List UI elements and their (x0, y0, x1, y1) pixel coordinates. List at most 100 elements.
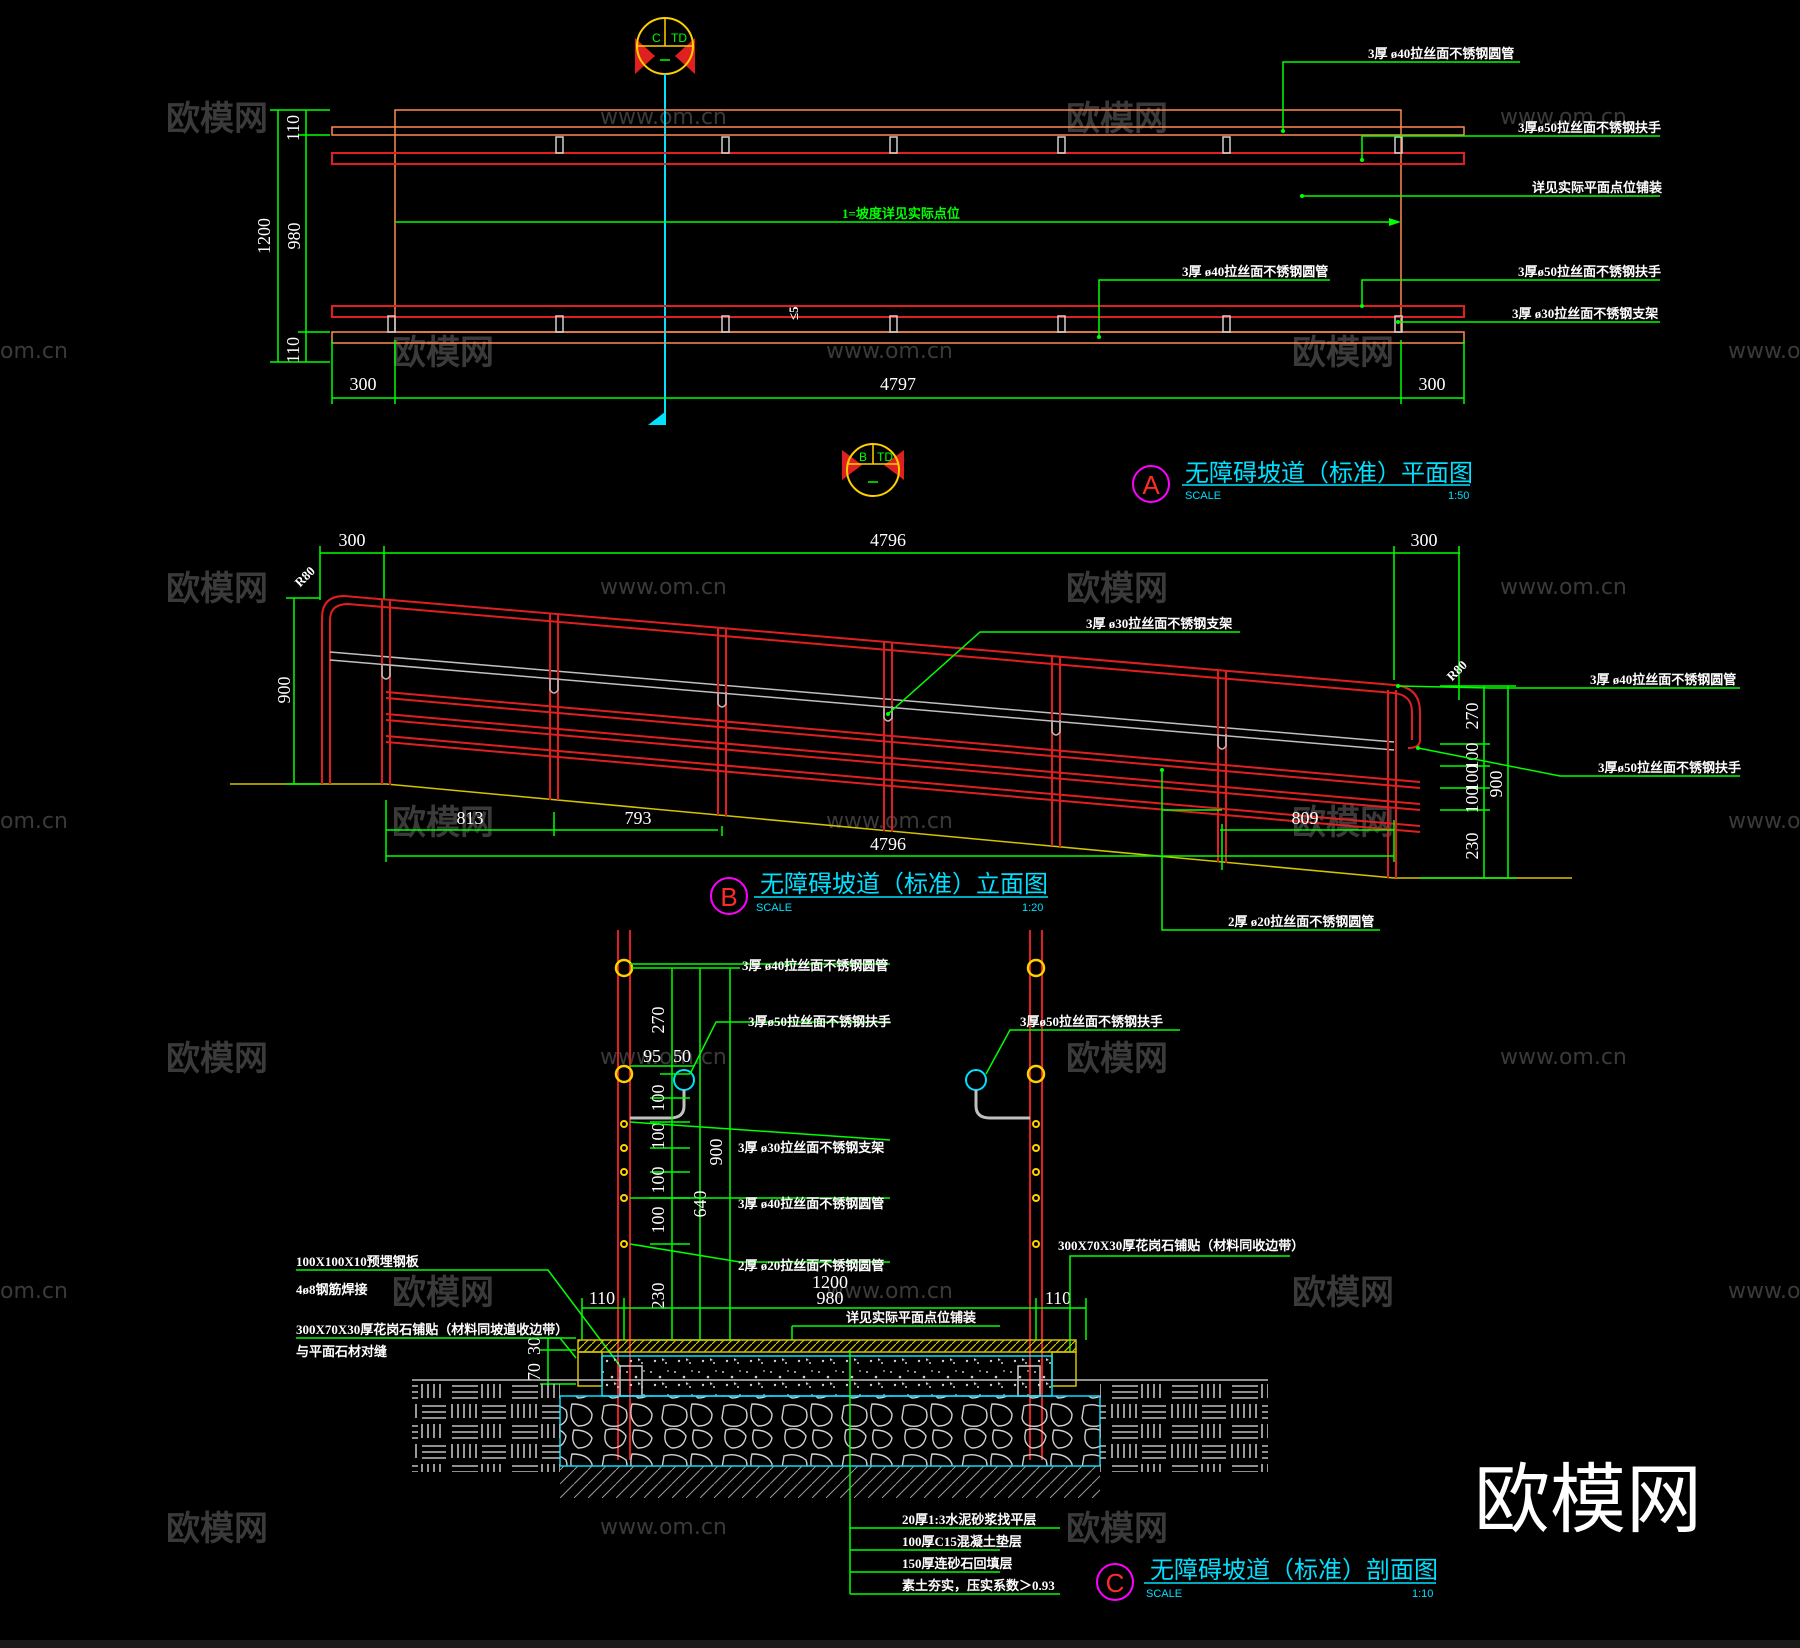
sec-label-bracket30: 3厚 ø30拉丝面不锈钢支架 (738, 1140, 884, 1155)
sec-label-steel-plate: 100X100X10预埋钢板 (296, 1254, 420, 1269)
sec-dim-50: 50 (673, 1046, 691, 1066)
sec-dim-230: 230 (648, 1283, 668, 1310)
layer-gravel: 150厚连砂石回填层 (902, 1556, 1013, 1571)
axis-arrow-right (675, 38, 695, 74)
elev-dims-top (319, 546, 1460, 700)
watermark-cn: 欧模网 (166, 569, 268, 609)
elev-radius-left: R80 (292, 563, 318, 589)
watermark-url: www.om.cn (1500, 575, 1627, 600)
dim-300-left: 300 (350, 374, 377, 394)
watermark-cn: 欧模网 (1066, 1039, 1168, 1079)
sec-dim-30: 30 (524, 1337, 544, 1355)
layer-mortar: 20厚1:3水泥砂浆找平层 (902, 1512, 1036, 1527)
elev-dim-300-right: 300 (1411, 530, 1438, 550)
sec-label-handrail50: 3厚ø50拉丝面不锈钢扶手 (748, 1014, 891, 1029)
section-scale-value: 1:10 (1412, 1588, 1433, 1600)
watermark-cn: 欧模网 (1066, 99, 1168, 139)
sec-dim-640: 640 (690, 1191, 710, 1218)
ramp-slope-line (385, 783, 1395, 879)
watermark-url-cut: www.om.c (1728, 809, 1800, 834)
elev-dim-793: 793 (625, 808, 652, 828)
watermark-cn: 欧模网 (1066, 569, 1168, 609)
watermark-cn: 欧模网 (1292, 1273, 1394, 1313)
title-letter-a: A (1142, 470, 1160, 500)
axis-marker-letter: C (652, 31, 661, 45)
sec-dim-100: 100 (648, 1085, 668, 1112)
section-cut-arrow (648, 412, 665, 425)
watermark-layer: 欧模网 www.om.cn 欧模网 www.om.cn om.cn 欧模网 ww… (0, 99, 1800, 1549)
sec-dim-100: 100 (648, 1123, 668, 1150)
gravel-backfill (559, 1395, 1101, 1467)
elev-top-tube-inner (329, 602, 1413, 784)
watermark-cn: 欧模网 (1292, 333, 1394, 373)
dim-1200: 1200 (254, 218, 274, 254)
elev-handrail-upper (329, 651, 1395, 743)
elev-dim-809: 809 (1292, 808, 1319, 828)
elevation-view: B TD 300 4796 300 R80 R80 (230, 443, 1741, 931)
sec-dim-100: 100 (648, 1167, 668, 1194)
watermark-url: www.om.cn (1500, 1045, 1627, 1070)
sec-dim-270: 270 (648, 1007, 668, 1034)
section-leaders-left (296, 1269, 621, 1367)
elev-leaders (887, 631, 1740, 931)
elev-dims-left (286, 597, 320, 785)
sec-label-paving: 详见实际平面点位铺装 (846, 1310, 976, 1325)
dim-110-top: 110 (283, 115, 303, 141)
sec-dim-110-right: 110 (1045, 1288, 1071, 1308)
section-dims-left (630, 967, 740, 1341)
elev-scale-value: 1:20 (1022, 902, 1043, 914)
sec-label-tube40-top: 3厚 ø40拉丝面不锈钢圆管 (742, 958, 888, 973)
watermark-url: www.om.cn (1500, 105, 1627, 130)
plan-label-tube40-bottom: 3厚 ø40拉丝面不锈钢圆管 (1182, 264, 1328, 279)
watermark-url: www.om.cn (826, 1279, 953, 1304)
watermark-url-cut: om.cn (0, 1279, 68, 1304)
slope-arrow-head (1389, 218, 1401, 226)
elev-title: 无障碍坡道（标准）立面图 (760, 870, 1048, 898)
tube-ø40-top (331, 126, 1465, 136)
section-leaders-right (629, 963, 891, 1263)
section-dims-horizontal (581, 1298, 1087, 1340)
plan-leaders (1098, 61, 1660, 337)
watermark-cn: 欧模网 (166, 1509, 268, 1549)
title-badge-a (1132, 465, 1170, 503)
sec-dim-70: 70 (524, 1363, 544, 1381)
axis-marker-letter: B (859, 450, 867, 464)
corner-logo-watermark: 欧模网 (1474, 1455, 1702, 1544)
handrail-ø50-bottom (331, 305, 1465, 318)
elev-label-tube40: 3厚 ø40拉丝面不锈钢圆管 (1590, 672, 1736, 687)
stone-edge-left (577, 1351, 603, 1387)
sec-label-tube20: 2厚 ø20拉丝面不锈钢圆管 (738, 1258, 884, 1273)
elev-scale-label: SCALE (756, 902, 792, 914)
layer-leaders (849, 1350, 1060, 1595)
plan-view: C TD 1=坡度详见实际点位 ≤5 110 98 (254, 17, 1662, 503)
tube-ø40-bottom (331, 331, 1465, 344)
elev-dim-900-left: 900 (274, 677, 294, 704)
elev-dim-813: 813 (457, 808, 484, 828)
watermark-cn: 欧模网 (392, 803, 494, 843)
watermark-cn: 欧模网 (166, 1039, 268, 1079)
sec-label-stone-left: 300X70X30厚花岗石铺贴（材料同坡道收边带） (296, 1322, 568, 1337)
elev-dim-100: 100 (1462, 765, 1482, 792)
plan-dims-bottom (331, 340, 1465, 404)
elev-dim-100: 100 (1462, 743, 1482, 770)
elev-dims-right (1420, 685, 1516, 879)
tube-ø40-right (1026, 958, 1046, 978)
sec-label-tube40-mid: 3厚 ø40拉丝面不锈钢圆管 (738, 1196, 884, 1211)
plan-title: 无障碍坡道（标准）平面图 (1185, 459, 1473, 487)
dim-300-right: 300 (1419, 374, 1446, 394)
title-letter-c: C (1106, 1568, 1125, 1598)
watermark-url-cut: om.cn (0, 809, 68, 834)
bottom-edge (0, 1640, 1800, 1648)
section-view: 270 95 50 100 100 100 100 900 640 230 12… (296, 930, 1438, 1601)
concrete-base (601, 1355, 1053, 1397)
dim-980: 980 (284, 223, 304, 250)
elev-posts (381, 600, 1397, 878)
elev-dim-900-right: 900 (1486, 771, 1506, 798)
elev-label-tube20: 2厚 ø20拉丝面不锈钢圆管 (1228, 914, 1374, 929)
handrail-ø50-right (965, 1069, 987, 1091)
sec-label-joint: 与平面石材对缝 (296, 1344, 387, 1359)
paving-right (1100, 1380, 1268, 1472)
watermark-url: www.om.cn (826, 809, 953, 834)
watermark-url: www.om.cn (600, 575, 727, 600)
